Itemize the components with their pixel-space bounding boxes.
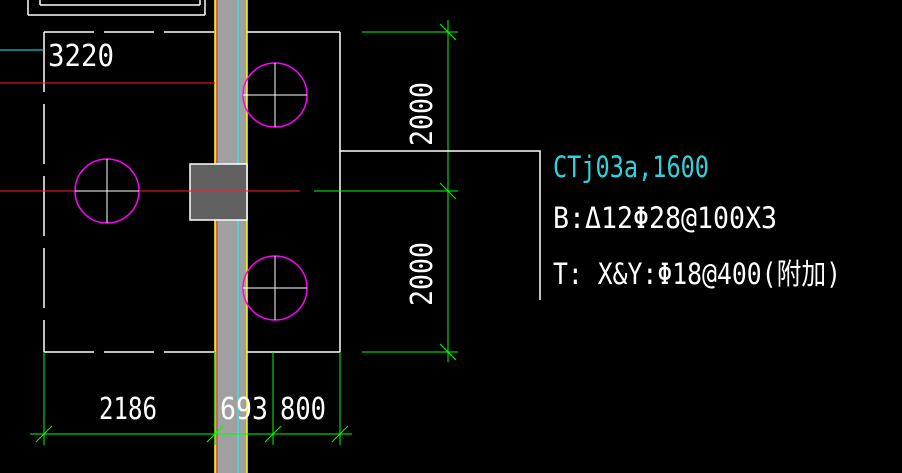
annotation-leader: [340, 150, 541, 300]
wall-column: [215, 0, 247, 473]
bottom-dimension-lines: [30, 352, 352, 445]
dim-right-upper: 2000: [405, 82, 440, 146]
dim-top-left: 3220: [48, 39, 114, 74]
annotation-top-rebar: T: X&Y:Φ18@400(附加): [553, 257, 841, 291]
dim-bottom-left: 2186: [99, 392, 157, 427]
dim-bottom-mid: 693: [220, 392, 268, 427]
pile-cap-outline: [43, 31, 341, 353]
pile-bottom: [242, 255, 308, 321]
axis-lines: [0, 82, 300, 192]
right-dimension-lines: [314, 20, 458, 362]
dim-bottom-right: 800: [280, 392, 326, 427]
pile-left: [74, 158, 140, 224]
pile-top: [242, 62, 308, 128]
piles: [74, 62, 308, 321]
column-box: [189, 163, 248, 221]
top-partial-outline: [27, 0, 206, 16]
annotation-bottom-rebar: B:Δ12Φ28@100X3: [553, 201, 777, 235]
annotation-title: CTj03a,1600: [553, 150, 709, 184]
dim-right-lower: 2000: [405, 242, 440, 306]
